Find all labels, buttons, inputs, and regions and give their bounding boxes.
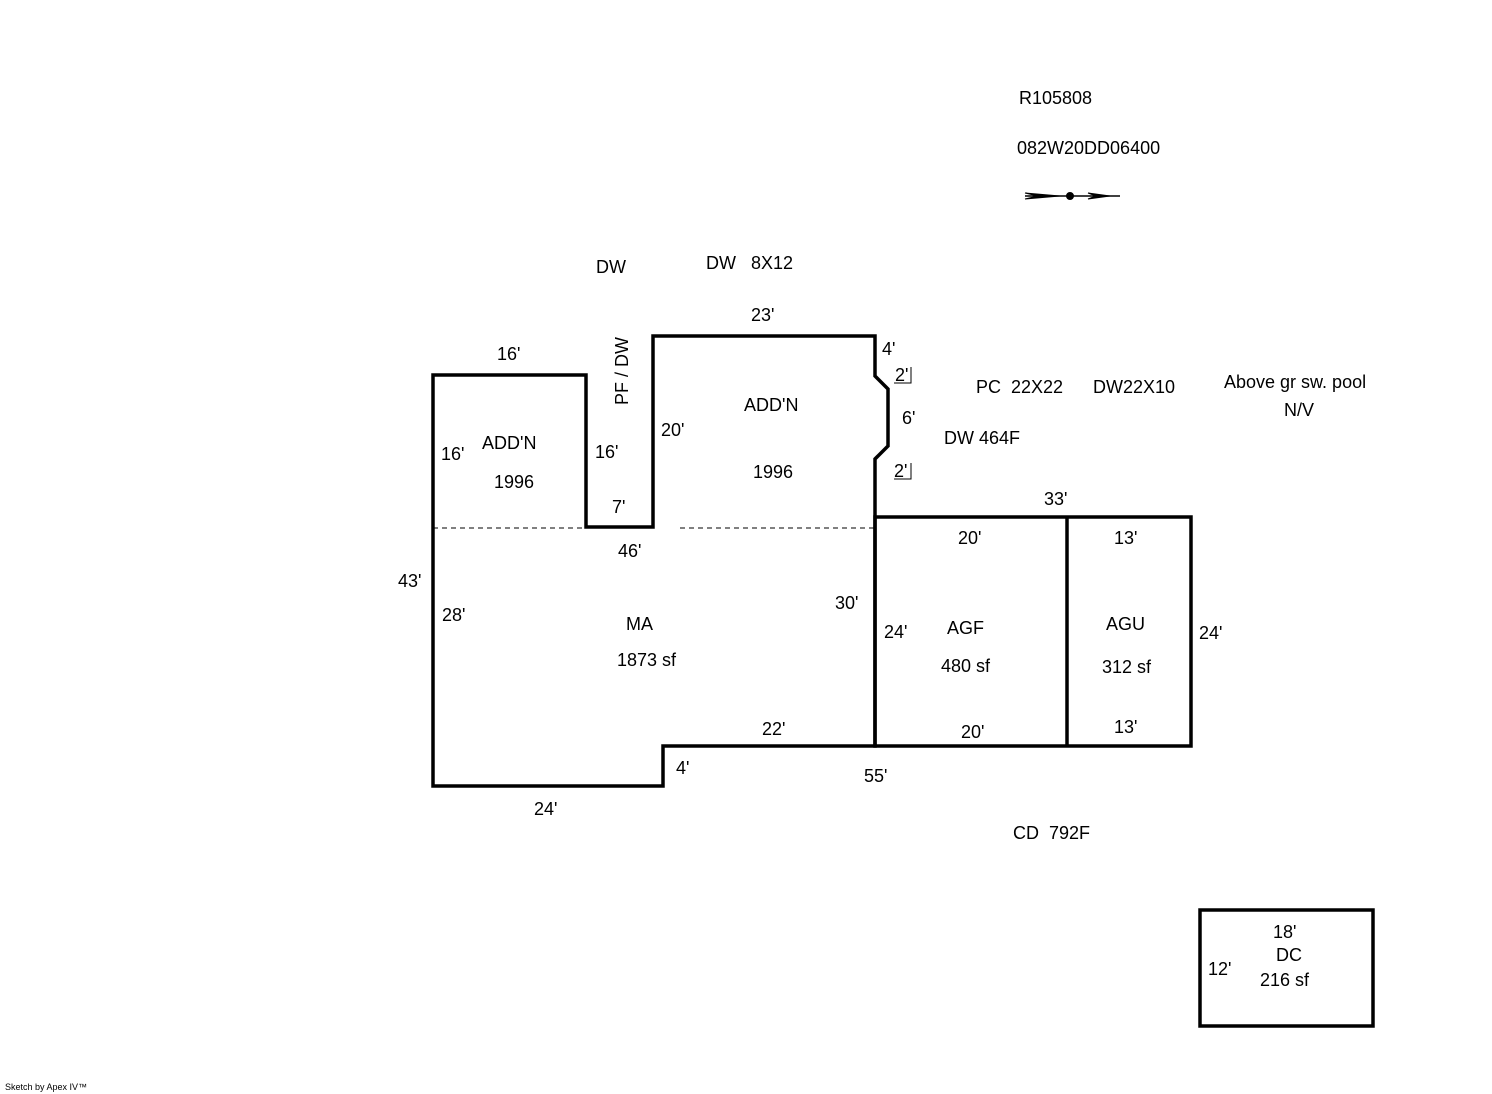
label-dw-464f: DW 464F: [944, 428, 1020, 448]
label-cd-792f: CD 792F: [1013, 823, 1090, 843]
dim: 4': [676, 758, 689, 778]
area-agu-name: AGU: [1106, 614, 1145, 634]
label-dw22x10: DW22X10: [1093, 377, 1175, 397]
dim: 30': [835, 593, 858, 613]
dc-outline: [1198, 908, 1375, 1028]
label-dw-8x12: DW 8X12: [706, 253, 793, 273]
dim: 20': [661, 420, 684, 440]
dim: 24': [1199, 623, 1222, 643]
dim: 13': [1114, 717, 1137, 737]
label-pf-dw: PF / DW: [612, 337, 632, 405]
dim: 16': [497, 344, 520, 364]
dim: 33': [1044, 489, 1067, 509]
dim: 16': [441, 444, 464, 464]
area-agf-name: AGF: [947, 618, 984, 638]
area-addn-left-year: 1996: [494, 472, 534, 492]
area-addn-right-year: 1996: [753, 462, 793, 482]
dim: 20': [958, 528, 981, 548]
area-ma-size: 1873 sf: [617, 650, 677, 670]
sketch-credit: Sketch by Apex IV™: [5, 1082, 87, 1092]
area-dc-size: 216 sf: [1260, 970, 1310, 990]
dim: 20': [961, 722, 984, 742]
area-dc-name: DC: [1276, 945, 1302, 965]
parcel-number: 082W20DD06400: [1017, 138, 1160, 158]
dim: 55': [864, 766, 887, 786]
label-pool: Above gr sw. pool: [1224, 372, 1366, 392]
dim: 12': [1208, 959, 1231, 979]
dim: 2': [895, 365, 908, 385]
dim: 24': [534, 799, 557, 819]
label-dw: DW: [596, 257, 626, 277]
north-arrow-icon: [1024, 192, 1120, 200]
area-ma-name: MA: [626, 614, 653, 634]
dim: 23': [751, 305, 774, 325]
dim: 28': [442, 605, 465, 625]
dim: 16': [595, 442, 618, 462]
area-addn-right-name: ADD'N: [744, 395, 798, 415]
label-pool-nv: N/V: [1284, 400, 1314, 420]
dim: 18': [1273, 922, 1296, 942]
area-agu-size: 312 sf: [1102, 657, 1152, 677]
dim: 13': [1114, 528, 1137, 548]
main-outline: [431, 334, 890, 788]
bay-marker-top: [894, 367, 912, 384]
dim: 7': [612, 497, 625, 517]
dim: 4': [882, 339, 895, 359]
dim: 6': [902, 408, 915, 428]
dim: 43': [398, 571, 421, 591]
dim: 46': [618, 541, 641, 561]
area-agf-size: 480 sf: [941, 656, 991, 676]
dim: 2': [894, 461, 907, 481]
dim: 22': [762, 719, 785, 739]
dim: 24': [884, 622, 907, 642]
bay-marker-bottom: [894, 463, 912, 480]
account-number: R105808: [1019, 88, 1092, 108]
label-pc: PC 22X22: [976, 377, 1063, 397]
area-addn-left-name: ADD'N: [482, 433, 536, 453]
garage-outline: [873, 515, 1193, 748]
